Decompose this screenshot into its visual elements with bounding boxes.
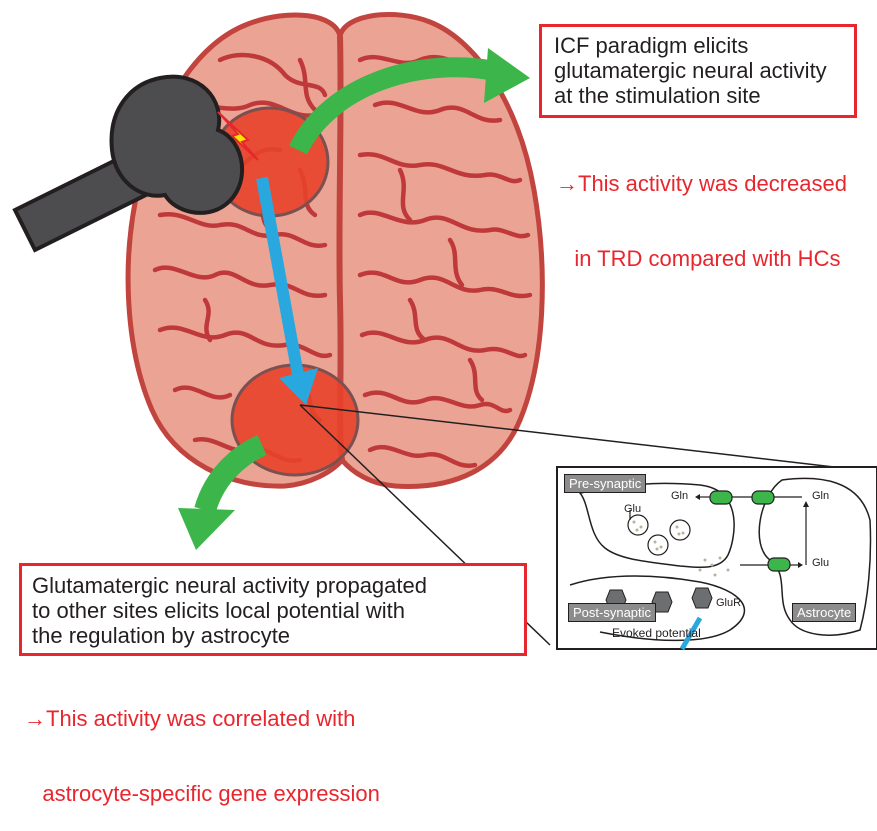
vesicle xyxy=(670,520,690,540)
note-line: →This activity was decreased xyxy=(556,171,847,196)
glu-right-label: Glu xyxy=(812,557,829,569)
stimulation-finding-note: →This activity was decreased in TRD comp… xyxy=(556,121,847,296)
note-line: →This activity was correlated with xyxy=(24,706,380,731)
callout-line: the regulation by astrocyte xyxy=(32,623,514,648)
pre-synaptic-label: Pre-synaptic xyxy=(564,474,646,493)
evoked-potential-label: Evoked potential xyxy=(612,626,701,640)
note-line: in TRD compared with HCs xyxy=(556,246,847,271)
callout-line: to other sites elicits local potential w… xyxy=(32,598,514,623)
callout-line: Glutamatergic neural activity propagated xyxy=(32,573,514,598)
gln-left-label: Gln xyxy=(671,490,688,502)
transporter xyxy=(752,491,774,504)
vesicle xyxy=(628,515,648,535)
callout-line: glutamatergic neural activity xyxy=(554,58,844,83)
transporter xyxy=(768,558,790,571)
gln-right-label: Gln xyxy=(812,490,829,502)
glu-left-label: Glu xyxy=(624,503,641,515)
glur-label: GluR xyxy=(716,597,741,609)
transporter xyxy=(710,491,732,504)
callout-line: at the stimulation site xyxy=(554,83,844,108)
vesicle xyxy=(648,535,668,555)
note-line: astrocyte-specific gene expression xyxy=(24,781,380,806)
astrocyte-label: Astrocyte xyxy=(792,603,856,622)
propagation-callout: Glutamatergic neural activity propagated… xyxy=(19,563,527,656)
callout-line: ICF paradigm elicits xyxy=(554,33,844,58)
propagation-finding-note: →This activity was correlated with astro… xyxy=(24,656,380,831)
post-synaptic-label: Post-synaptic xyxy=(568,603,656,622)
stimulation-site-callout: ICF paradigm elicits glutamatergic neura… xyxy=(539,24,857,118)
